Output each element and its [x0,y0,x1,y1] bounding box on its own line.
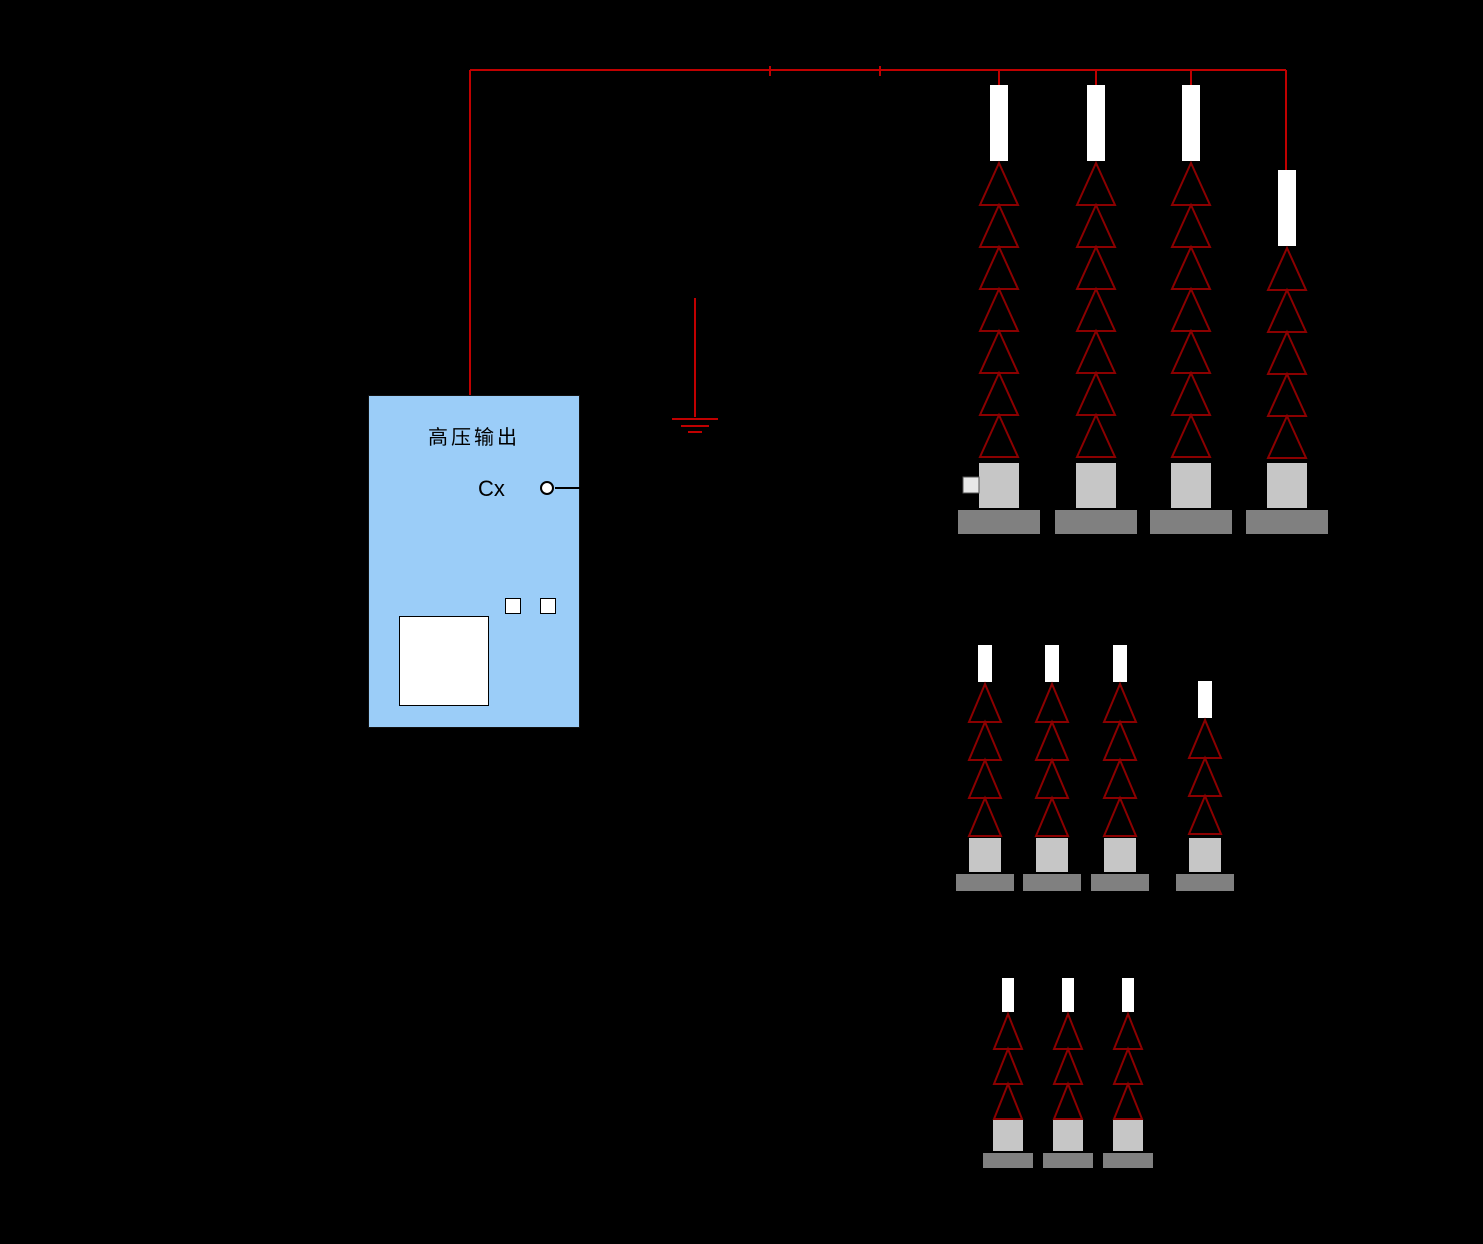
insulator-block [1076,463,1116,508]
insulator-shed [1187,755,1223,797]
insulator-shed [1102,795,1138,837]
device-title: 高压输出 [428,427,520,449]
insulator-shed [1112,1081,1144,1120]
insulator-base [1176,874,1234,891]
insulator-block [1104,838,1136,872]
insulator-base [1043,1153,1093,1168]
cx-terminal-lead [555,487,581,489]
insulator-cap [1002,978,1014,1012]
cx-terminal-circle [540,481,554,495]
insulator-shed [1170,244,1212,290]
insulator-base [1023,874,1081,891]
insulator-shed [1075,160,1117,206]
insulator-shed [1112,1011,1144,1050]
insulator-shed [978,202,1020,248]
insulator-shed [992,1046,1024,1085]
insulator-block [1036,838,1068,872]
insulator-shed [1170,286,1212,332]
insulator-shed [978,370,1020,416]
insulator-block [1113,1120,1143,1151]
insulator-shed [967,757,1003,799]
sensor-tap-square [962,476,980,494]
insulator-shed [978,412,1020,458]
insulator-block [1053,1120,1083,1151]
insulator-shed [1187,717,1223,759]
insulator-cap [978,645,992,682]
insulator-base [1091,874,1149,891]
hv-test-device: 高压输出 Cx [368,395,581,728]
insulator-shed [1052,1046,1084,1085]
insulator-shed [1170,370,1212,416]
insulator-cap [1113,645,1127,682]
insulator-block [1189,838,1221,872]
device-button-2 [540,598,556,614]
insulator-block [1171,463,1211,508]
insulator-shed [1034,757,1070,799]
insulator-shed [1075,286,1117,332]
insulator-shed [1170,202,1212,248]
device-button-1 [505,598,521,614]
insulator-cap [1278,170,1296,246]
insulator-shed [978,244,1020,290]
insulator-cap [1087,85,1105,161]
insulator-shed [978,328,1020,374]
insulator-cap [1122,978,1134,1012]
insulator-shed [1102,757,1138,799]
insulator-shed [992,1011,1024,1050]
insulator-shed [1034,795,1070,837]
insulator-base [1055,510,1137,534]
insulator-shed [978,286,1020,332]
insulator-shed [1170,328,1212,374]
insulator-shed [1052,1011,1084,1050]
device-display [399,616,489,706]
insulator-shed [967,795,1003,837]
insulator-shed [1170,412,1212,458]
insulator-shed [1266,371,1308,417]
insulator-base [983,1153,1033,1168]
insulator-block [979,463,1019,508]
insulator-shed [1187,793,1223,835]
insulator-base [956,874,1014,891]
insulator-shed [978,160,1020,206]
insulator-base [1246,510,1328,534]
insulator-base [958,510,1040,534]
insulator-shed [1266,413,1308,459]
insulator-shed [1112,1046,1144,1085]
insulator-cap [1182,85,1200,161]
insulator-shed [1170,160,1212,206]
insulator-shed [1075,244,1117,290]
insulator-shed [1034,719,1070,761]
cx-terminal-label: Cx [478,476,505,501]
insulator-shed [1075,370,1117,416]
insulator-shed [1075,328,1117,374]
insulator-base [1150,510,1232,534]
insulator-shed [1034,681,1070,723]
insulator-base [1103,1153,1153,1168]
insulator-shed [967,719,1003,761]
insulator-cap [1062,978,1074,1012]
insulator-shed [992,1081,1024,1120]
insulator-shed [1266,329,1308,375]
insulator-shed [967,681,1003,723]
insulator-shed [1075,202,1117,248]
insulator-block [993,1120,1023,1151]
insulator-cap [990,85,1008,161]
insulator-cap [1198,681,1212,718]
insulator-shed [1075,412,1117,458]
insulator-block [1267,463,1307,508]
insulator-block [969,838,1001,872]
insulator-shed [1102,719,1138,761]
insulator-shed [1102,681,1138,723]
insulator-cap [1045,645,1059,682]
insulator-shed [1266,245,1308,291]
insulator-shed [1052,1081,1084,1120]
insulator-shed [1266,287,1308,333]
